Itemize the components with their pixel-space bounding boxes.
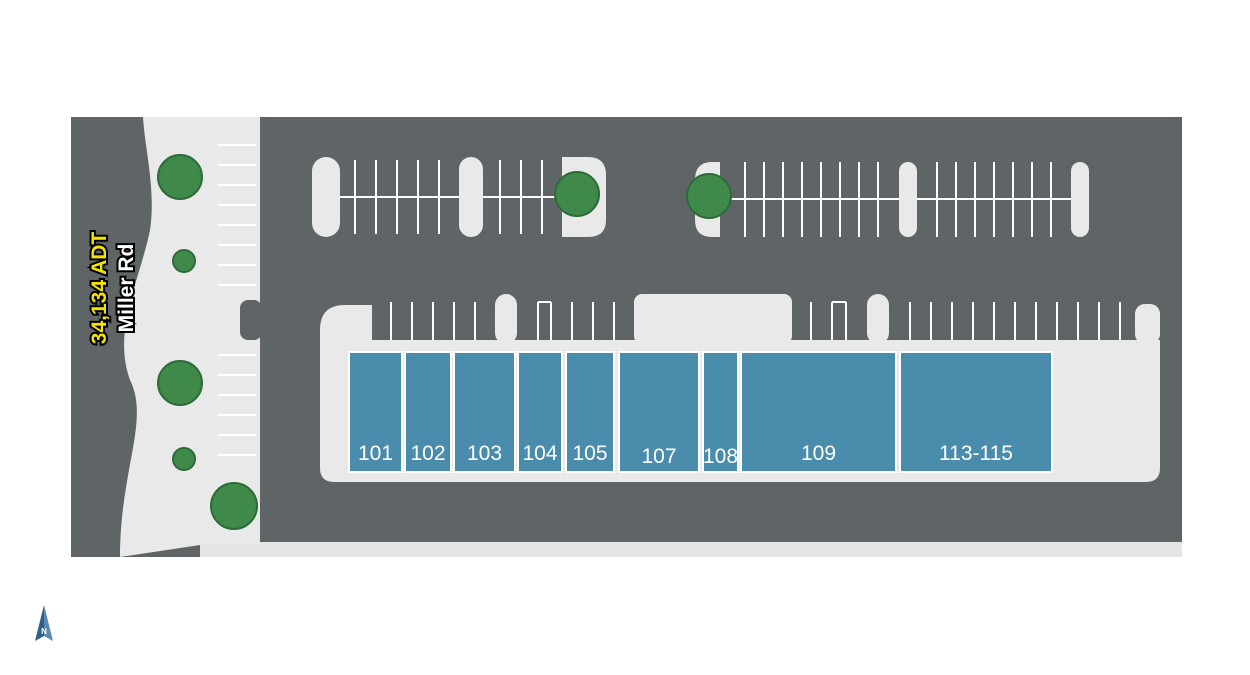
- compass-label: N: [41, 627, 47, 636]
- unit-101[interactable]: [348, 351, 403, 473]
- tree-icon: [157, 154, 203, 200]
- upper-parking-right: [695, 162, 1089, 237]
- trees: [157, 154, 732, 530]
- unit-103[interactable]: [453, 351, 516, 473]
- unit-label-104: 104: [522, 442, 557, 465]
- unit-108[interactable]: [702, 351, 739, 473]
- tree-icon: [686, 173, 732, 219]
- tree-icon: [172, 249, 196, 273]
- north-arrow-icon: N: [35, 605, 53, 641]
- unit-label-113-115: 113-115: [939, 442, 1013, 465]
- tree-icon: [554, 171, 600, 217]
- tree-icon: [172, 447, 196, 471]
- unit-label-107: 107: [641, 445, 676, 468]
- unit-label-102: 102: [410, 442, 445, 465]
- unit-label-109: 109: [801, 442, 836, 465]
- unit-109[interactable]: [740, 351, 897, 473]
- unit-label-108: 108: [703, 445, 738, 468]
- unit-105[interactable]: [565, 351, 615, 473]
- tree-icon: [210, 482, 258, 530]
- traffic-count-label: 34,134 ADT: [88, 232, 111, 345]
- tenant-units: 101 102 103 104 105 107 108 109 113-115: [348, 351, 1053, 473]
- unit-label-105: 105: [572, 442, 607, 465]
- upper-parking-left: [312, 157, 606, 237]
- left-sidewalk: [120, 117, 260, 557]
- bottom-sidewalk: [200, 542, 1182, 557]
- building-front-stalls: [390, 301, 1121, 340]
- road-name-label: Miller Rd: [115, 244, 138, 333]
- unit-label-103: 103: [467, 442, 502, 465]
- unit-107[interactable]: [618, 351, 700, 473]
- tree-icon: [157, 360, 203, 406]
- unit-113-115[interactable]: [899, 351, 1053, 473]
- unit-102[interactable]: [404, 351, 452, 473]
- unit-104[interactable]: [517, 351, 563, 473]
- left-parking-stalls: [218, 144, 256, 456]
- unit-label-101: 101: [358, 442, 393, 465]
